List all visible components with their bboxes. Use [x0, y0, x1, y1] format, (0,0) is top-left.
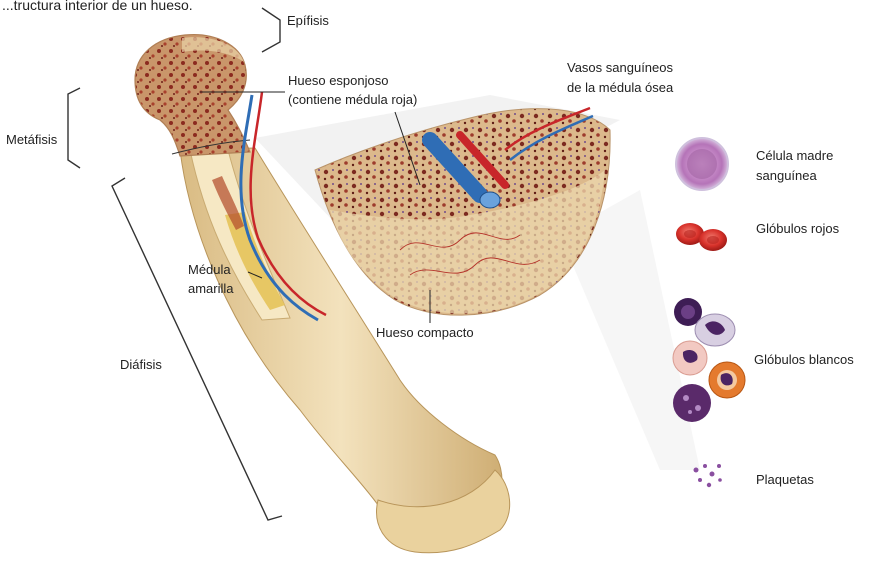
white-blood-cells-icon [673, 298, 745, 422]
label-diafisis: Diáfisis [120, 357, 162, 372]
label-medula-2: amarilla [188, 281, 234, 296]
red-blood-cells-icon [676, 223, 727, 251]
caption-text: ...tructura interior de un hueso. [2, 0, 193, 13]
label-celula-madre-2: sanguínea [756, 168, 817, 183]
label-epifisis: Epífisis [287, 13, 329, 28]
label-hueso-compacto: Hueso compacto [376, 325, 474, 340]
label-hueso-esponjoso-2: (contiene médula roja) [288, 92, 417, 107]
label-plaquetas: Plaquetas [756, 472, 814, 487]
label-vasos-2: de la médula ósea [567, 80, 674, 95]
label-hueso-esponjoso-1: Hueso esponjoso [288, 73, 388, 88]
label-globulos-rojos: Glóbulos rojos [756, 221, 840, 236]
metafisis-bracket [68, 88, 80, 168]
label-medula-1: Médula [188, 262, 231, 277]
label-metafisis: Metáfisis [6, 132, 58, 147]
epifisis-bracket [262, 8, 280, 52]
label-globulos-blancos: Glóbulos blancos [754, 352, 854, 367]
label-celula-madre-1: Célula madre [756, 148, 833, 163]
label-vasos-1: Vasos sanguíneos [567, 60, 673, 75]
